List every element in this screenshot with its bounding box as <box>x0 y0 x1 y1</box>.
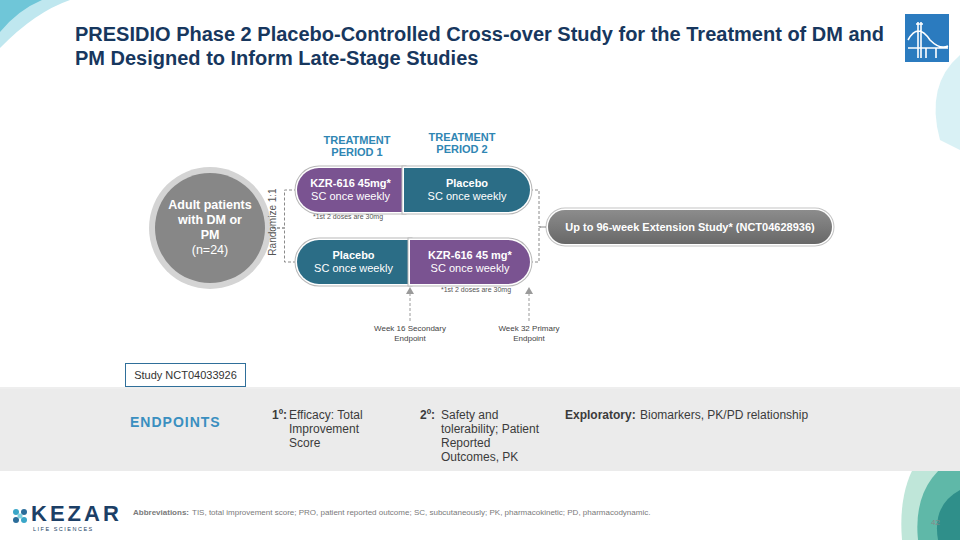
logo-dot <box>13 517 19 523</box>
period-header: TREATMENT PERIOD 1 <box>317 134 397 158</box>
node-text: Up to 96-week Extension Study* (NCT04628… <box>565 221 814 233</box>
company-name: KEZAR <box>31 503 122 525</box>
node-text: Placebo <box>446 177 488 190</box>
node-text: SC once weekly <box>311 190 390 203</box>
node-text: Placebo <box>332 249 374 262</box>
timepoint-pointer <box>529 290 530 321</box>
corner-swoosh <box>937 490 960 540</box>
treatment-pill: PlaceboSC once weekly <box>404 168 530 212</box>
study-id-box: Study NCT04033926 <box>125 363 246 387</box>
kezar-mark <box>13 509 27 523</box>
logo-dot <box>18 514 23 519</box>
circle-ring <box>149 167 271 289</box>
node-text: Efficacy: Total Improvement Score <box>289 408 373 450</box>
dose-footnote: *1st 2 doses are 30mg <box>313 213 383 220</box>
population-circle: Adult patients with DM or PM(n=24) <box>148 166 272 290</box>
node-text: Safety and tolerability; Patient Reporte… <box>441 408 541 464</box>
bridge-icon <box>908 22 948 58</box>
node-text: ENDPOINTS <box>130 415 221 429</box>
abbrev-text: TIS, total improvement score; PRO, patie… <box>192 508 650 517</box>
slide-title: PRESIDIO Phase 2 Placebo-Controlled Cros… <box>75 22 895 70</box>
bracket-connector <box>530 190 548 227</box>
extension-pill: Up to 96-week Extension Study* (NCT04628… <box>548 210 832 244</box>
node-text: Biomarkers, PK/PD relationship <box>640 408 808 422</box>
timepoint-pointer <box>410 290 411 321</box>
dose-footnote: *1st 2 doses are 30mg <box>441 286 511 293</box>
node-text: Adult patients with DM or PM <box>167 198 253 243</box>
bracket-connector <box>530 227 548 262</box>
treatment-pill: KZR-616 45 mg*SC once weekly <box>410 240 530 284</box>
node-text: 2º: <box>420 408 435 422</box>
node-text: (n=24) <box>167 243 253 258</box>
corner-swoosh <box>0 0 42 32</box>
treatment-pill: PlaceboSC once weekly <box>297 240 410 284</box>
page-number: 42 <box>910 518 940 527</box>
node-text: SC once weekly <box>314 262 393 275</box>
circle-fill <box>155 173 265 283</box>
node-text: SC once weekly <box>428 190 507 203</box>
endpoints-band: ENDPOINTS 1º:Efficacy: Total Improvement … <box>0 389 960 471</box>
period-header: TREATMENT PERIOD 2 <box>422 131 502 155</box>
treatment-pill: KZR-616 45mg*SC once weekly <box>297 168 404 212</box>
node-text: Study NCT04033926 <box>134 369 237 381</box>
corner-swoosh <box>0 0 70 48</box>
pointer-head <box>406 287 414 294</box>
node-text: 1º: <box>272 408 287 422</box>
abbrev-heading: Abbreviations: <box>133 508 189 517</box>
pointer-head <box>525 287 533 294</box>
node-text: Exploratory: <box>565 408 636 422</box>
node-text: KZR-616 45 mg* <box>428 249 512 262</box>
company-tagline: LIFE SCIENCES <box>33 526 94 532</box>
logo-badge <box>905 14 949 62</box>
logo-dot <box>21 509 27 515</box>
timepoint-label: Week 16 Secondary Endpoint <box>366 324 454 344</box>
logo-dot <box>13 509 19 515</box>
node-text: SC once weekly <box>431 262 510 275</box>
randomize-note: Randomize 1:1 <box>267 187 279 257</box>
edge-swoosh <box>936 55 960 150</box>
node-text: KZR-616 45mg* <box>310 177 391 190</box>
timepoint-label: Week 32 Primary Endpoint <box>485 324 573 344</box>
logo-dot <box>21 517 27 523</box>
